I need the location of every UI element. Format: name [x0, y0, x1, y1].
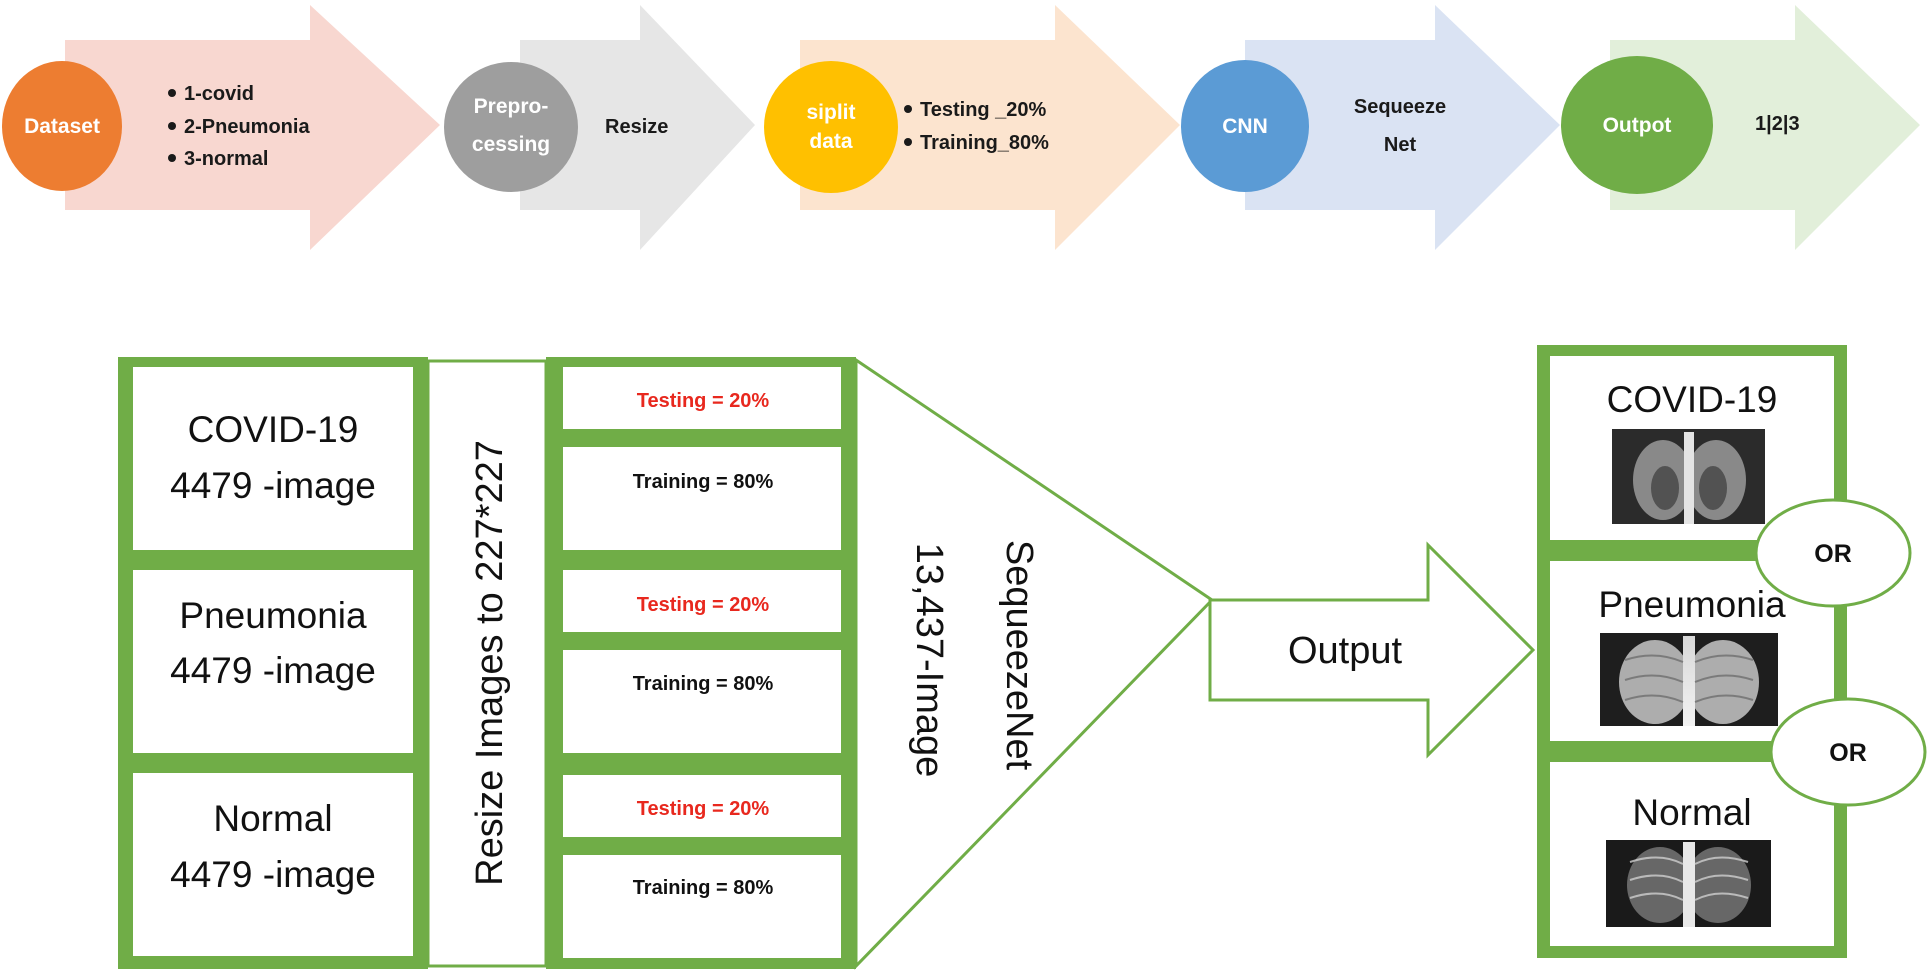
- bullet-icon: [168, 122, 176, 130]
- bullet-icon: [904, 105, 912, 113]
- dataset-item-2: 2-Pneumonia: [184, 116, 310, 138]
- class-name-normal: Normal: [213, 798, 332, 839]
- xray-pneumonia-image: [1600, 633, 1778, 726]
- result-label-covid: COVID-19: [1607, 379, 1778, 420]
- pipeline-circle-preprocessing: [444, 62, 578, 192]
- split-test-label: Testing = 20%: [637, 594, 770, 616]
- split-item-2: Training_80%: [920, 132, 1049, 154]
- class-column: [118, 357, 428, 969]
- or-bubble: [1769, 697, 1927, 807]
- bullet-icon: [168, 154, 176, 162]
- or-bubble: [1754, 498, 1912, 608]
- split-test-box: [563, 775, 841, 837]
- pipeline-circle-output: [1561, 56, 1713, 194]
- resize-label: Resize Images to 227*227: [469, 440, 511, 886]
- class-name-pneumonia: Pneumonia: [179, 595, 367, 636]
- split-train-box: [563, 447, 841, 550]
- resize-box: [426, 359, 548, 968]
- preprocessing-text: Resize: [605, 116, 668, 138]
- result-label-normal: Normal: [1632, 792, 1751, 833]
- xray-normal-image: [1606, 840, 1771, 927]
- class-box-covid: [133, 367, 413, 550]
- split-test-label: Testing = 20%: [637, 390, 770, 412]
- sequeezenet-funnel: [854, 357, 1215, 970]
- pipeline-arrow-output: [1610, 5, 1920, 250]
- split-train-box: [563, 855, 841, 958]
- result-label-pneumonia: Pneumonia: [1598, 584, 1786, 625]
- split-train-label: Training = 80%: [633, 471, 774, 493]
- pipeline-label-dataset: Dataset: [24, 115, 100, 138]
- cnn-text-1: Sequeeze: [1354, 96, 1446, 118]
- pipeline-label-preprocessing-1: Prepro-: [474, 95, 549, 118]
- class-name-covid: COVID-19: [188, 409, 359, 450]
- pipeline-label-split-1: siplit: [806, 101, 855, 124]
- pipeline-label-preprocessing-2: cessing: [472, 133, 550, 156]
- pipeline-arrow-cnn: [1245, 5, 1560, 250]
- output-arrow-label: Output: [1288, 630, 1403, 672]
- or-label: OR: [1829, 739, 1867, 767]
- pipeline-label-split-2: data: [809, 130, 853, 153]
- split-test-label: Testing = 20%: [637, 798, 770, 820]
- pipeline-label-cnn: CNN: [1222, 115, 1268, 138]
- split-train-box: [563, 650, 841, 753]
- xray-covid-image: [1612, 429, 1765, 524]
- pipeline-arrow-preprocessing: [520, 5, 755, 250]
- cnn-text-2: Net: [1384, 134, 1417, 156]
- class-count-normal: 4479 -image: [170, 854, 376, 895]
- pipeline-label-output: Outpot: [1603, 114, 1672, 137]
- image-total-label: 13,437-Image: [908, 543, 950, 778]
- pipeline-circle-split: [764, 61, 898, 193]
- split-test-box: [563, 367, 841, 429]
- class-box-pneumonia: [133, 570, 413, 753]
- pipeline-circle-cnn: [1181, 60, 1309, 192]
- dataset-item-3: 3-normal: [184, 148, 268, 170]
- output-arrow: [1208, 541, 1536, 759]
- pipeline-arrow-dataset: [65, 5, 440, 250]
- pipeline-arrow-split: [800, 5, 1180, 250]
- split-train-label: Training = 80%: [633, 877, 774, 899]
- bullet-icon: [904, 138, 912, 146]
- class-count-pneumonia: 4479 -image: [170, 650, 376, 691]
- pipeline-circle-dataset: [2, 61, 122, 191]
- split-column: [546, 357, 856, 969]
- output-text: 1|2|3: [1755, 113, 1800, 135]
- split-train-label: Training = 80%: [633, 673, 774, 695]
- class-count-covid: 4479 -image: [170, 465, 376, 506]
- bullet-icon: [168, 89, 176, 97]
- or-label: OR: [1814, 540, 1852, 568]
- class-box-normal: [133, 773, 413, 956]
- split-item-1: Testing _20%: [920, 99, 1047, 121]
- split-test-box: [563, 570, 841, 632]
- sequeezenet-label: SequeezeNet: [998, 540, 1040, 771]
- dataset-item-1: 1-covid: [184, 83, 254, 105]
